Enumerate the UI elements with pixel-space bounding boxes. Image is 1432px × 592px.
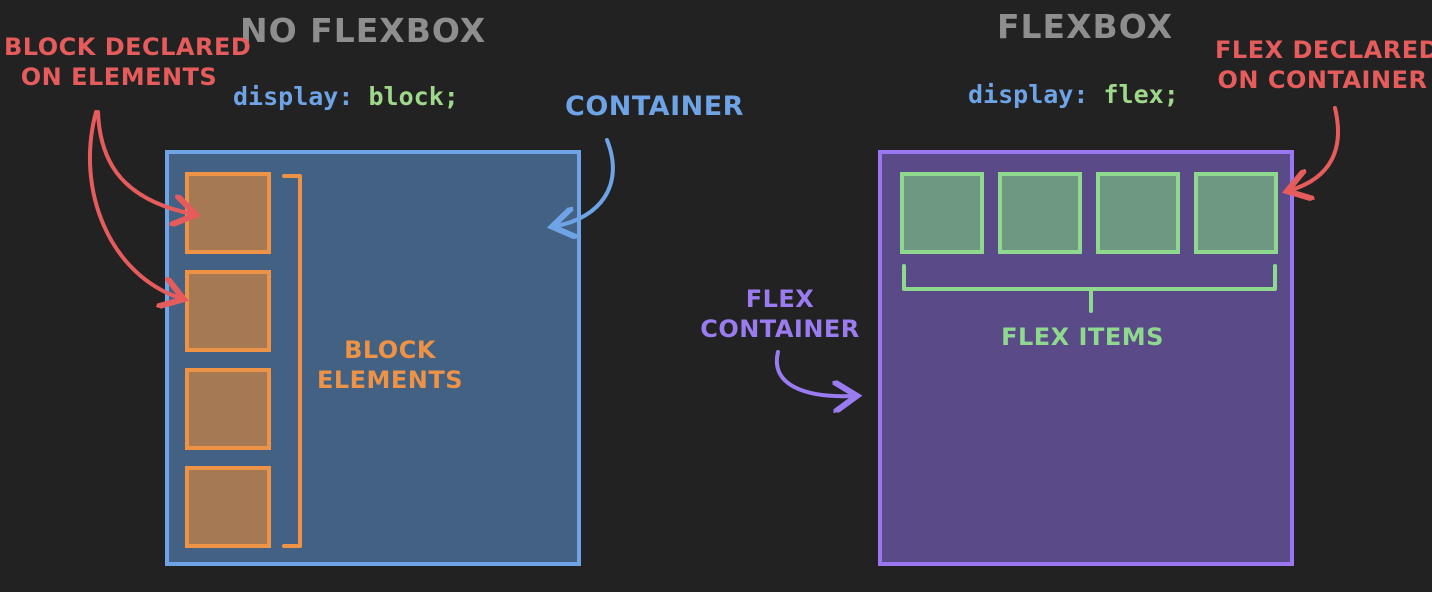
arrow-to-block-2 bbox=[87, 110, 180, 298]
code-value: block; bbox=[368, 82, 459, 111]
flex-item bbox=[998, 172, 1082, 254]
block-element bbox=[185, 466, 271, 548]
code-property: display: bbox=[233, 82, 354, 111]
flex-items-bracket bbox=[902, 264, 1277, 313]
block-elements-label: BLOCK ELEMENTS bbox=[315, 335, 465, 395]
container-label: CONTAINER bbox=[565, 91, 744, 122]
block-elements-bracket bbox=[282, 174, 302, 548]
annotation-line-1: FLEX DECLARED bbox=[1215, 36, 1432, 64]
annotation-line-2: ON ELEMENTS bbox=[20, 63, 218, 91]
block-element bbox=[185, 368, 271, 450]
block-element bbox=[185, 270, 271, 352]
arrow-to-block-1 bbox=[96, 110, 192, 214]
label-line-2: ELEMENTS bbox=[316, 366, 464, 394]
flex-declared-annotation: FLEX DECLARED ON CONTAINER bbox=[1215, 35, 1432, 95]
annotation-line-1: BLOCK DECLARED bbox=[4, 33, 252, 61]
no-flexbox-title: NO FLEXBOX bbox=[240, 11, 487, 50]
flex-code-snippet: display: flex; bbox=[968, 80, 1179, 109]
flex-item bbox=[900, 172, 984, 254]
code-value: flex; bbox=[1103, 80, 1179, 109]
arrow-to-flex-container bbox=[1291, 106, 1340, 190]
flex-container bbox=[878, 150, 1294, 566]
arrow-to-container bbox=[556, 138, 615, 226]
flex-items-label: FLEX ITEMS bbox=[1001, 323, 1164, 351]
flex-item bbox=[1194, 172, 1278, 254]
code-property: display: bbox=[968, 80, 1089, 109]
block-declared-annotation: BLOCK DECLARED ON ELEMENTS bbox=[4, 32, 252, 92]
flexbox-title: FLEXBOX bbox=[996, 7, 1174, 46]
block-code-snippet: display: block; bbox=[233, 82, 459, 111]
flex-container-label: FLEX CONTAINER bbox=[700, 284, 860, 344]
flex-items-row bbox=[900, 172, 1278, 254]
flex-item bbox=[1096, 172, 1180, 254]
label-line-2: CONTAINER bbox=[700, 315, 860, 343]
arrow-to-flex-container-edge bbox=[774, 350, 853, 396]
label-line-1: BLOCK bbox=[344, 336, 436, 364]
label-line-1: FLEX bbox=[745, 285, 815, 313]
annotation-line-2: ON CONTAINER bbox=[1217, 66, 1428, 94]
